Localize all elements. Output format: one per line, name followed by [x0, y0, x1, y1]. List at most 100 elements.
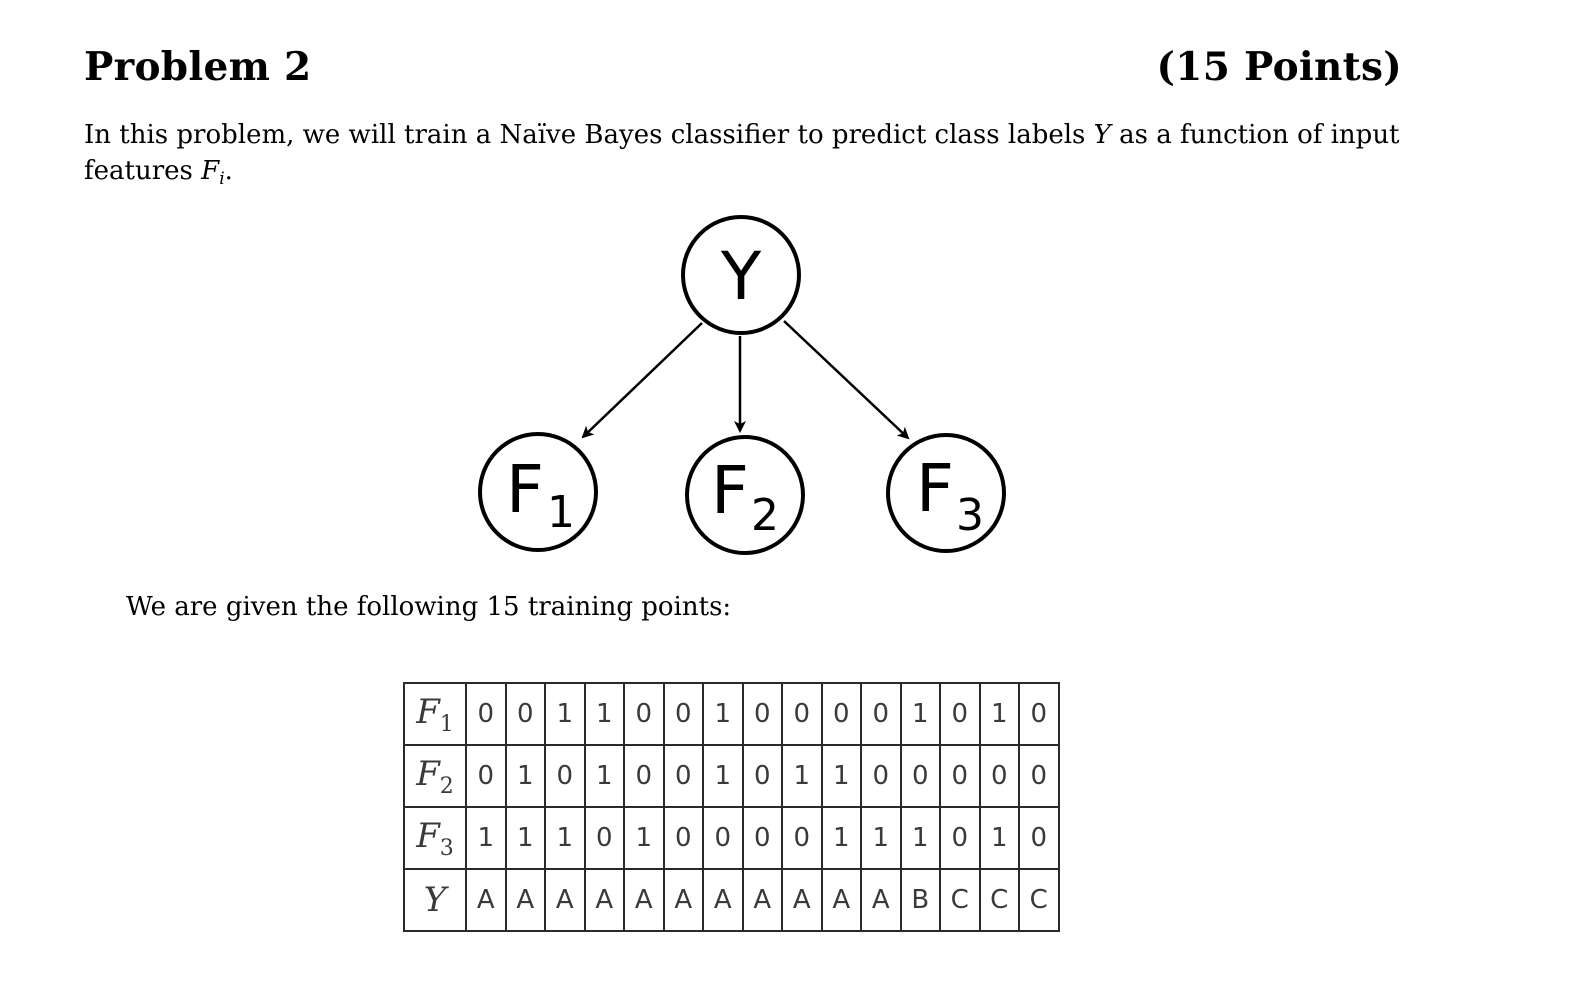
table-cell: B — [899, 868, 941, 932]
table-cell: 0 — [899, 744, 941, 808]
row-label-var: F — [416, 691, 440, 732]
table-cell: 1 — [860, 806, 902, 870]
edge-y-f1 — [581, 322, 703, 439]
table-cell: A — [702, 868, 744, 932]
table-cell: 0 — [504, 682, 546, 746]
table-cell: 1 — [465, 806, 507, 870]
node-f3-sub: 3 — [956, 490, 984, 541]
problem-title: Problem 2 — [84, 44, 312, 90]
var-f: F — [201, 156, 220, 186]
problem-heading: Problem 2 (15 Points) — [84, 44, 1402, 90]
table-cell: 0 — [741, 744, 783, 808]
table-cell: A — [781, 868, 823, 932]
table-cell: 0 — [860, 682, 902, 746]
table-cell: 0 — [623, 682, 665, 746]
table-cell: 0 — [939, 806, 981, 870]
bayes-net-svg: Y F 1 F 2 F 3 — [478, 215, 1006, 555]
table-cell: C — [939, 868, 981, 932]
table-cell: 0 — [741, 806, 783, 870]
table-cell: 0 — [702, 806, 744, 870]
row-label: F2 — [403, 744, 467, 808]
row-label-sub: 1 — [439, 711, 454, 737]
row-label: F1 — [403, 682, 467, 746]
var-y: Y — [1093, 120, 1111, 150]
node-y: Y — [681, 215, 801, 335]
table-cell: 0 — [860, 744, 902, 808]
table-cell: C — [978, 868, 1020, 932]
table-cell: 0 — [1018, 744, 1060, 808]
table-cell: A — [741, 868, 783, 932]
table-cell: A — [623, 868, 665, 932]
node-y-label: Y — [720, 238, 762, 315]
table-cell: 0 — [741, 682, 783, 746]
table-cell: 1 — [978, 806, 1020, 870]
row-label: Y — [403, 868, 467, 932]
edge-y-f3 — [783, 320, 910, 440]
table-cell: 0 — [781, 682, 823, 746]
table-cell: 0 — [781, 806, 823, 870]
node-f1-letter: F — [506, 451, 544, 528]
table-cell: 1 — [702, 744, 744, 808]
row-label-var: F — [416, 753, 440, 794]
table-cell: 0 — [939, 682, 981, 746]
table-cell: 1 — [781, 744, 823, 808]
table-cell: 0 — [662, 806, 704, 870]
row-label: F3 — [403, 806, 467, 870]
table-cell: 1 — [899, 806, 941, 870]
table-cell: 0 — [1018, 682, 1060, 746]
row-label-sub: 2 — [439, 773, 454, 799]
problem-points: (15 Points) — [1156, 44, 1402, 90]
node-f2: F 2 — [685, 435, 805, 555]
node-f1-sub: 1 — [547, 487, 575, 538]
table-cell: 0 — [583, 806, 625, 870]
table-cell: A — [860, 868, 902, 932]
table-cell: 1 — [899, 682, 941, 746]
table-cell: C — [1018, 868, 1060, 932]
row-label-sub: 3 — [439, 835, 454, 861]
table-cell: 0 — [465, 682, 507, 746]
table-cell: 1 — [978, 682, 1020, 746]
table-cell: 0 — [1018, 806, 1060, 870]
row-label-var: F — [416, 815, 440, 856]
intro-text-before: In this problem, we will train a Naïve B… — [84, 120, 1094, 150]
table-cell: 1 — [504, 744, 546, 808]
node-f3: F 3 — [886, 433, 1006, 553]
naive-bayes-diagram: Y F 1 F 2 F 3 — [470, 205, 1030, 565]
table-cell: 0 — [939, 744, 981, 808]
table-cell: 0 — [662, 682, 704, 746]
table-cell: 1 — [702, 682, 744, 746]
table-cell: 1 — [820, 744, 862, 808]
table-cell: 1 — [544, 682, 586, 746]
table-cell: 0 — [623, 744, 665, 808]
intro-paragraph: In this problem, we will train a Naïve B… — [84, 117, 1414, 197]
table-cell: A — [662, 868, 704, 932]
table-cell: A — [544, 868, 586, 932]
node-f1: F 1 — [478, 432, 598, 552]
row-label-var: Y — [423, 880, 447, 920]
intro-text-middle: as a function of input features — [84, 120, 1400, 186]
table-cell: 0 — [662, 744, 704, 808]
table-cell: A — [465, 868, 507, 932]
table-cell: 1 — [623, 806, 665, 870]
node-f2-sub: 2 — [751, 490, 779, 541]
table-cell: 0 — [820, 682, 862, 746]
table-cell: A — [583, 868, 625, 932]
table-cell: 0 — [465, 744, 507, 808]
table-cell: 1 — [583, 682, 625, 746]
table-cell: 1 — [504, 806, 546, 870]
given-text: We are given the following 15 training p… — [126, 592, 732, 622]
table-cell: A — [504, 868, 546, 932]
table-cell: 0 — [978, 744, 1020, 808]
table-cell: A — [820, 868, 862, 932]
intro-text-end: . — [224, 156, 233, 186]
table-cell: 1 — [583, 744, 625, 808]
table-cell: 0 — [544, 744, 586, 808]
table-cell: 1 — [544, 806, 586, 870]
var-f-subscript: i — [219, 169, 225, 189]
